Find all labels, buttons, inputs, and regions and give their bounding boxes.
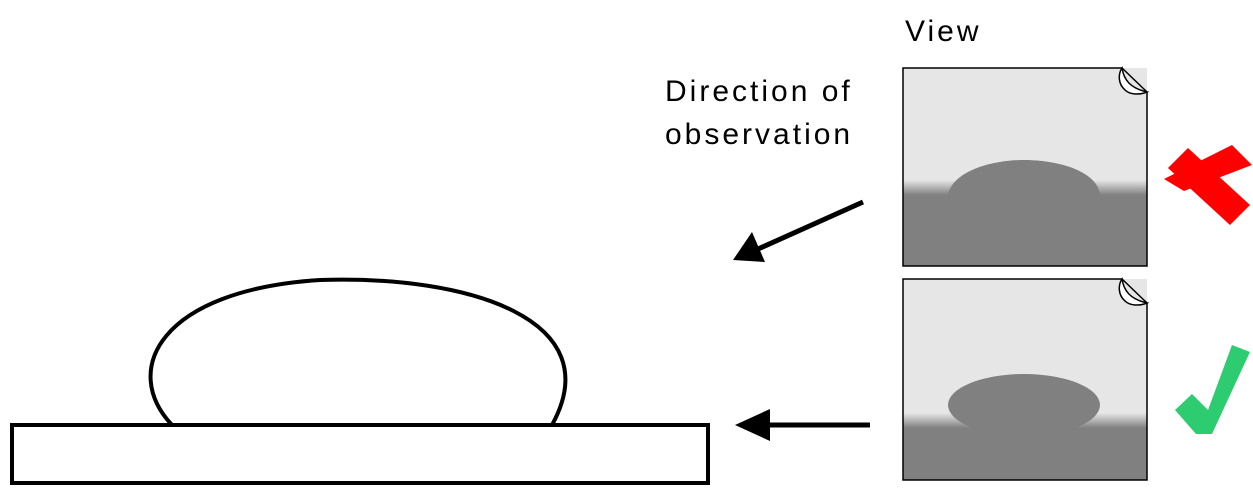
level-observation-arrow — [735, 409, 870, 441]
page-curl-icon — [1118, 277, 1150, 306]
angled-observation-arrow — [733, 199, 865, 262]
level-view-panel — [902, 277, 1150, 481]
page-curl-icon — [1118, 66, 1150, 95]
droplet-outline — [148, 277, 568, 427]
angled-view-panel — [902, 66, 1150, 267]
red-cross-icon — [1164, 145, 1252, 225]
green-check-icon — [1175, 345, 1250, 434]
direction-label-line2: observation — [665, 118, 853, 151]
droplet-image — [948, 160, 1100, 195]
view-label: View — [905, 15, 981, 48]
sample-scene — [10, 277, 710, 485]
direction-label-line1: Direction of — [665, 75, 853, 108]
substrate — [10, 423, 710, 485]
droplet-image — [948, 374, 1100, 436]
